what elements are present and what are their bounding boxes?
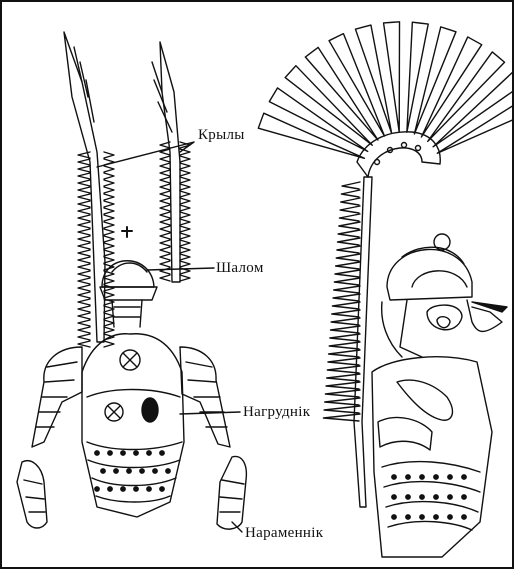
front-helmet: [100, 227, 157, 327]
side-helmet: [382, 234, 502, 357]
helmet-leader-line: [147, 268, 214, 270]
label-wings: Крылы: [198, 127, 245, 144]
breastplate-leader-line: [180, 412, 240, 414]
front-right-wing: [152, 42, 190, 282]
front-left-vambrace: [17, 461, 47, 528]
label-breastplate: Нагруднік: [243, 404, 310, 421]
front-right-pauldron: [180, 347, 230, 447]
front-right-vambrace: [217, 456, 246, 529]
side-rod: [472, 302, 507, 312]
side-wing-fan: [258, 22, 514, 177]
label-pauldron: Нараменнік: [245, 525, 323, 542]
side-wing-shaft: [323, 177, 372, 507]
side-cuirass: [372, 357, 492, 557]
label-helmet: Шалом: [216, 260, 264, 277]
front-left-pauldron: [32, 347, 82, 447]
front-breastplate: [82, 334, 184, 517]
